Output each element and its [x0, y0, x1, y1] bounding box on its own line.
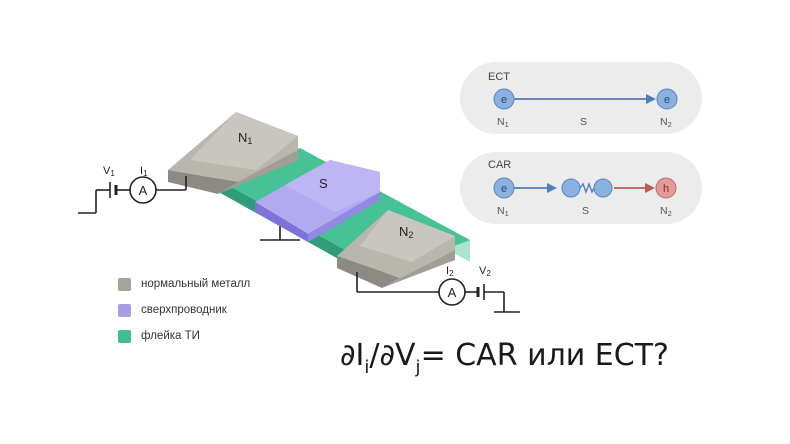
ect-right-particle-label: e	[664, 94, 670, 106]
car-right-particle-label: h	[663, 183, 669, 195]
formula-part1: ∂I	[340, 338, 365, 373]
legend-label: флейка ТИ	[141, 330, 200, 342]
s-label: S	[319, 176, 328, 191]
car-panel: CAR e h N1 S N2	[460, 152, 702, 224]
legend-item-ti-flake: флейка ТИ	[118, 328, 318, 344]
car-s-label: S	[582, 205, 589, 217]
ect-n1-label: N1	[497, 116, 509, 129]
n1-front	[218, 150, 298, 194]
car-right-hole	[655, 177, 677, 199]
n2-block	[337, 210, 455, 288]
car-right-arrow-head	[645, 183, 655, 193]
left-ammeter-label: A	[139, 183, 148, 198]
cooper-pair-right-electron	[593, 178, 613, 198]
ect-panel-background	[460, 62, 702, 134]
car-left-arrow-head	[547, 183, 557, 193]
ect-s-label: S	[580, 116, 587, 128]
ect-right-electron	[656, 88, 678, 110]
car-n2-label: N2	[660, 205, 672, 218]
car-panel-background	[460, 152, 702, 224]
ect-title: ECT	[488, 71, 510, 83]
car-left-electron	[493, 177, 515, 199]
right-circuit	[356, 272, 520, 313]
right-ammeter-label: A	[448, 285, 457, 300]
ect-left-electron	[493, 88, 515, 110]
formula-sub1: i	[364, 357, 370, 378]
superconductor-front	[308, 192, 380, 242]
normal-metal-swatch	[118, 277, 131, 291]
formula-part3: = CAR или ECT?	[420, 338, 669, 373]
car-title: CAR	[488, 159, 511, 171]
n1-upper	[190, 112, 298, 170]
superconductor-ground	[260, 226, 300, 241]
v1-label: V1	[103, 165, 115, 178]
cooper-pair-left-electron	[561, 178, 581, 198]
superconductor-block	[255, 160, 380, 242]
legend-label: нормальный металл	[141, 278, 251, 290]
ti-flake-swatch	[118, 329, 131, 343]
ect-panel: ECT e e N1 S N2	[460, 62, 702, 134]
n1-label: N1	[238, 130, 252, 146]
formula-sub2: j	[415, 357, 421, 378]
car-left-particle-label: e	[501, 183, 507, 195]
i1-label: I1	[140, 165, 148, 178]
i2-label: I2	[446, 265, 454, 278]
n2-label: N2	[399, 224, 413, 240]
ect-left-particle-label: e	[501, 94, 507, 106]
formula-part2: /∂V	[369, 338, 416, 373]
n2-upper	[360, 210, 455, 262]
cooper-pair-spring	[579, 182, 595, 194]
v2-label: V2	[479, 265, 491, 278]
legend-item-superconductor: сверхпроводник	[118, 302, 318, 318]
car-n1-label: N1	[497, 205, 509, 218]
n1-block	[168, 112, 298, 194]
superconductor-swatch	[118, 303, 131, 317]
n2-side	[337, 256, 400, 288]
ect-arrow-head	[646, 94, 656, 104]
legend-label: сверхпроводник	[141, 304, 227, 316]
left-circuit	[78, 176, 187, 214]
ect-n2-label: N2	[660, 116, 672, 129]
legend-item-normal-metal: нормальный металл	[118, 276, 318, 292]
superconductor-side	[255, 202, 308, 242]
n2-front	[382, 250, 455, 288]
superconductor-raised	[285, 160, 380, 212]
legend: нормальный металл сверхпроводник флейка …	[118, 276, 318, 354]
formula: ∂Ii/∂Vj= CAR или ECT?	[340, 338, 669, 378]
